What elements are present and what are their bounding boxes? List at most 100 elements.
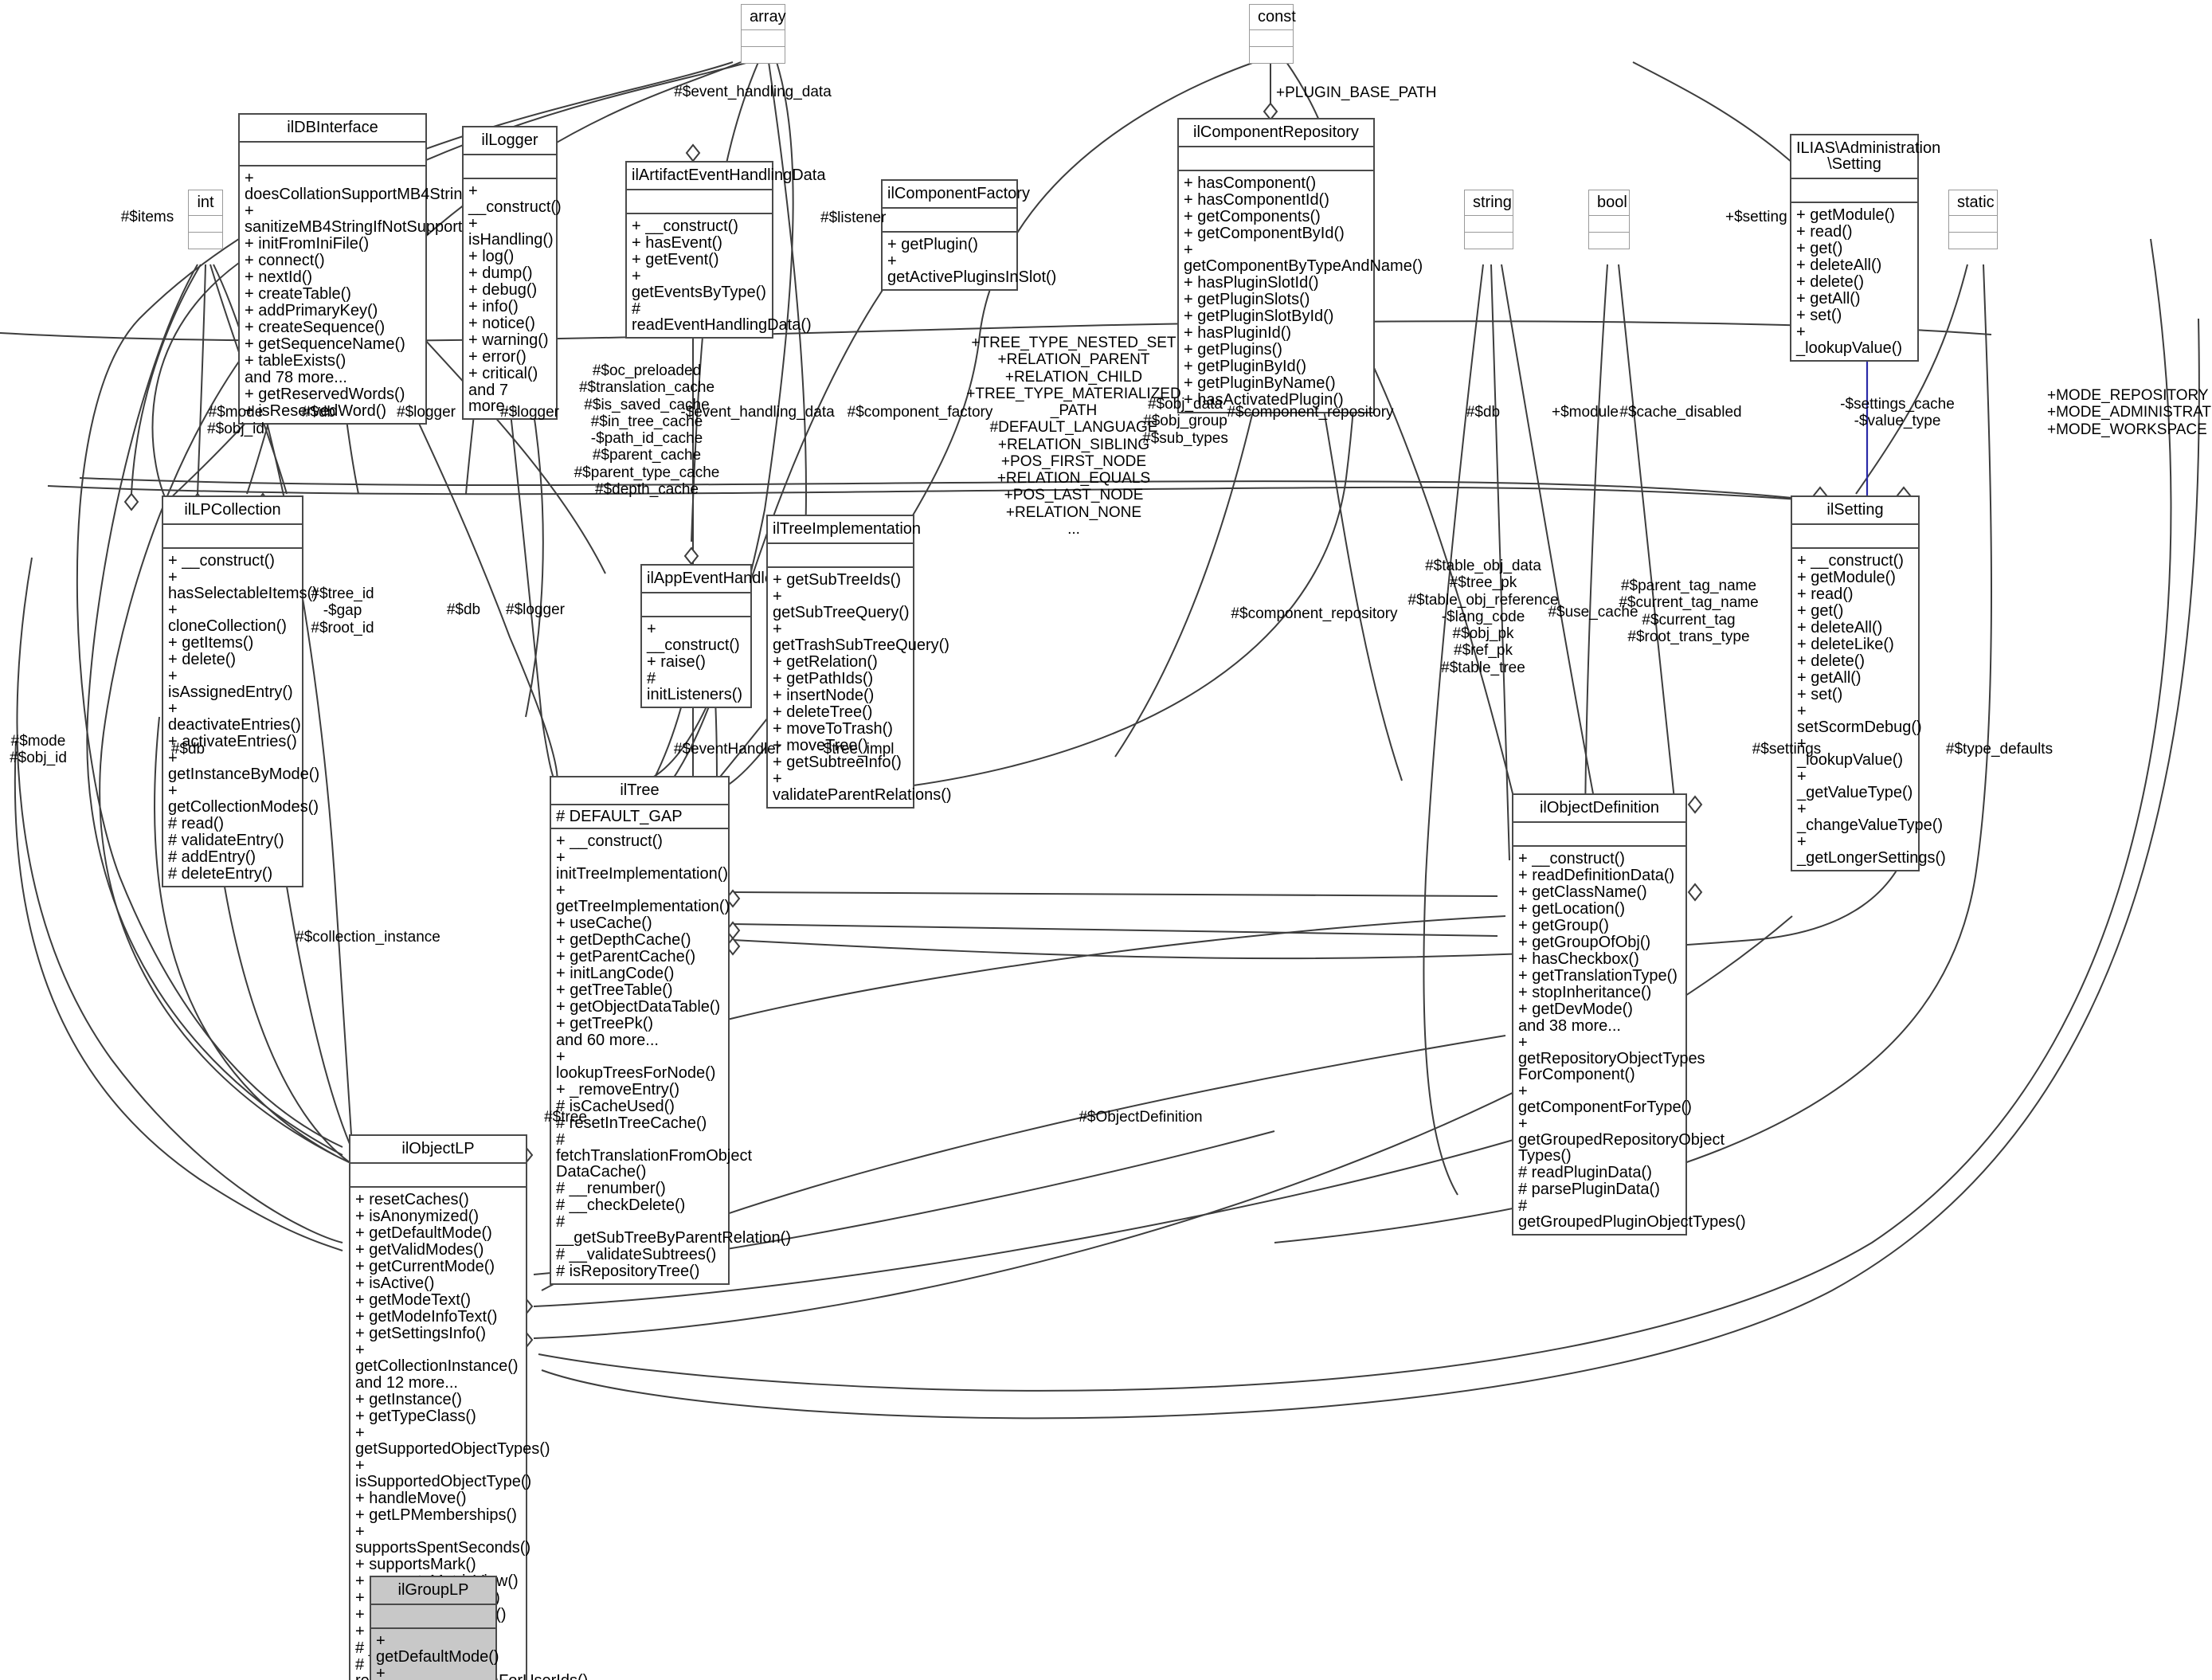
edge-label-mode-objid-a: #$mode #$obj_id xyxy=(207,404,264,438)
class-member-row: + __construct() xyxy=(168,551,275,570)
class-member-row: + getCurrentMode() xyxy=(355,1257,495,1275)
class-member-row: + getGroupedRepositoryObject Types() xyxy=(1518,1114,1725,1165)
class-node-iltreeimplementation[interactable]: ilTreeImplementation + getSubTreeIds()+ … xyxy=(766,515,952,809)
edge-label-tree: #$tree xyxy=(544,1109,587,1126)
class-node-ilartifacteventhandlingdata[interactable]: ilArtifactEventHandlingData + __construc… xyxy=(625,161,825,339)
class-node-ilobjectlp[interactable]: ilObjectLP + resetCaches()+ isAnonymized… xyxy=(349,1134,588,1680)
class-member-row: # validateEntry() xyxy=(168,831,284,849)
class-attributes xyxy=(1949,216,1997,233)
edge-label-use-cache: #$use_cache xyxy=(1548,604,1638,621)
class-member-row: + validateParentRelations() xyxy=(773,770,952,804)
class-member-row: # getGroupedPluginObjectTypes() xyxy=(1518,1196,1746,1231)
class-member-row: + hasComponent() xyxy=(1184,174,1317,192)
class-member-row: + isActive() xyxy=(355,1274,435,1292)
class-node-const[interactable]: const xyxy=(1249,4,1296,64)
class-node-string[interactable]: string xyxy=(1464,190,1513,249)
class-node-array[interactable]: array xyxy=(741,4,786,64)
class-member-row: + getModeText() xyxy=(355,1290,472,1309)
class-member-row: + initLangCode() xyxy=(556,964,675,982)
class-member-row: # fetchTranslationFromObject DataCache() xyxy=(556,1130,753,1181)
class-member-row: + _getLongerSettings() xyxy=(1797,832,1946,867)
class-member-row: + getObjectDataTable() xyxy=(556,997,721,1016)
class-member-row: + _removeEntry() xyxy=(556,1080,680,1098)
class-member-row: + getPathIds() xyxy=(773,669,874,687)
class-attributes xyxy=(883,209,1016,233)
class-member-row: + delete() xyxy=(1797,652,1866,670)
class-node-ilcomponentfactory[interactable]: ilComponentFactory + getPlugin()+ getAct… xyxy=(881,179,1056,291)
edge-label-settings-cache-value-type: -$settings_cache -$value_type xyxy=(1840,396,1955,430)
edge-label-mode-repository: +MODE_REPOSITORY +MODE_ADMINISTRATION +M… xyxy=(2047,387,2212,438)
class-member-row: + getRepositoryObjectTypes ForComponent(… xyxy=(1518,1033,1705,1083)
class-member-row: + getPlugin() xyxy=(887,235,978,253)
class-member-row: + getParentCache() xyxy=(556,947,696,965)
class-member-row: + getEvent() xyxy=(632,250,719,268)
class-node-ilappeventhandler[interactable]: ilAppEventHandler + __construct()+ raise… xyxy=(640,564,779,708)
class-member-row: + __construct() xyxy=(647,620,740,654)
class-member-row: + getPlugins() xyxy=(1184,340,1282,358)
class-member-row: + getPluginSlotById() xyxy=(1184,307,1334,325)
class-member-row: + supportsMark() xyxy=(355,1555,476,1573)
class-member-row: + getSettingsInfo() xyxy=(355,1324,486,1342)
class-operations: + __construct()+ initTreeImplementation(… xyxy=(551,829,791,1283)
class-title: ilTree xyxy=(551,777,728,805)
class-member-row: + debug() xyxy=(468,280,538,299)
class-member-row: + hasCheckbox() xyxy=(1518,950,1639,968)
class-member-row: # DEFAULT_GAP xyxy=(556,807,683,825)
class-attributes xyxy=(642,593,750,617)
class-operations xyxy=(189,233,222,249)
edge-label-logger-b: #$logger xyxy=(500,404,559,421)
class-member-row: and 12 more... xyxy=(355,1373,458,1392)
class-node-ilgrouplp[interactable]: ilGroupLP + getDefaultMode()+ getValidMo… xyxy=(370,1576,499,1680)
class-node-iltree[interactable]: ilTree # DEFAULT_GAP + __construct()+ in… xyxy=(550,776,791,1285)
class-member-row: + connect() xyxy=(245,251,325,269)
class-attributes xyxy=(163,525,302,549)
class-member-row: + deleteAll() xyxy=(1796,256,1882,274)
class-node-illpcollection[interactable]: ilLPCollection + __construct()+ hasSelec… xyxy=(162,495,319,887)
class-node-bool[interactable]: bool xyxy=(1588,190,1630,249)
class-node-int[interactable]: int xyxy=(188,190,223,249)
class-member-row: + sanitizeMB4StringIfNotSupported() xyxy=(245,202,491,236)
class-attributes xyxy=(1179,147,1373,171)
edge-label-event-handling-data-top: #$event_handling_data xyxy=(674,84,832,100)
class-title: ilDBInterface xyxy=(240,115,425,143)
class-member-row: + isReservedWord() xyxy=(245,401,387,420)
edge-label-logger-c: #$logger xyxy=(506,601,565,618)
class-node-ilcomponentrepository[interactable]: ilComponentRepository + hasComponent()+ … xyxy=(1177,118,1423,413)
edge-label-mode-objid-b: #$mode #$obj_id xyxy=(10,733,67,767)
class-member-row: + isHandling() xyxy=(468,214,554,249)
class-title: int xyxy=(189,190,222,216)
class-node-ilobjectdefinition[interactable]: ilObjectDefinition + __construct()+ read… xyxy=(1512,793,1746,1236)
class-member-row: + hasEvent() xyxy=(632,233,722,252)
class-member-row: + getComponentByTypeAndName() xyxy=(1184,241,1423,275)
class-member-row: and 78 more... xyxy=(245,368,347,386)
class-member-row: + _getValueType() xyxy=(1797,767,1913,801)
class-member-row: + createSequence() xyxy=(245,318,386,336)
class-member-row: + stopInheritance() xyxy=(1518,983,1652,1001)
class-member-row: and 38 more... xyxy=(1518,1016,1621,1035)
class-title: ilObjectDefinition xyxy=(1513,795,1685,823)
class-member-row: # __validateSubtrees() xyxy=(556,1245,717,1263)
class-member-row: + read() xyxy=(1797,585,1854,603)
class-operations: + __construct()+ getModule()+ read()+ ge… xyxy=(1792,549,1946,870)
class-node-illogger[interactable]: ilLogger + __construct()+ isHandling()+ … xyxy=(462,126,562,420)
class-member-row: + createTable() xyxy=(245,284,351,303)
edge-label-object-definition: #$ObjectDefinition xyxy=(1079,1109,1203,1126)
edge-label-collection-instance: #$collection_instance xyxy=(296,929,440,946)
class-operations xyxy=(1949,233,1997,249)
class-member-row: + hasSelectableItems() xyxy=(168,568,318,602)
class-member-row: + _lookupValue() xyxy=(1796,323,1903,357)
class-member-row: + getRelation() xyxy=(773,652,878,671)
class-node-ilias-administration-setting[interactable]: ILIAS\Administration \Setting + getModul… xyxy=(1790,134,1940,362)
class-member-row: + getCollectionInstance() xyxy=(355,1341,519,1375)
class-member-row: + warning() xyxy=(468,331,549,349)
edge-label-db-c: #$db xyxy=(446,601,481,618)
class-member-row: + getItems() xyxy=(168,633,254,652)
edge-label-tree-constants: +TREE_TYPE_NESTED_SET +RELATION_PARENT +… xyxy=(966,335,1181,538)
class-node-static[interactable]: static xyxy=(1948,190,1998,249)
class-node-ilsetting[interactable]: ilSetting + __construct()+ getModule()+ … xyxy=(1791,495,1946,871)
class-member-row: + getComponentById() xyxy=(1184,224,1345,242)
class-node-ildbinterface[interactable]: ilDBInterface + doesCollationSupportMB4S… xyxy=(238,113,491,425)
class-member-row: + isAssignedEntry() xyxy=(168,667,293,701)
class-member-row: + nextId() xyxy=(245,268,313,286)
edge-label-component-repository-a: #$component_repository xyxy=(1227,404,1394,421)
